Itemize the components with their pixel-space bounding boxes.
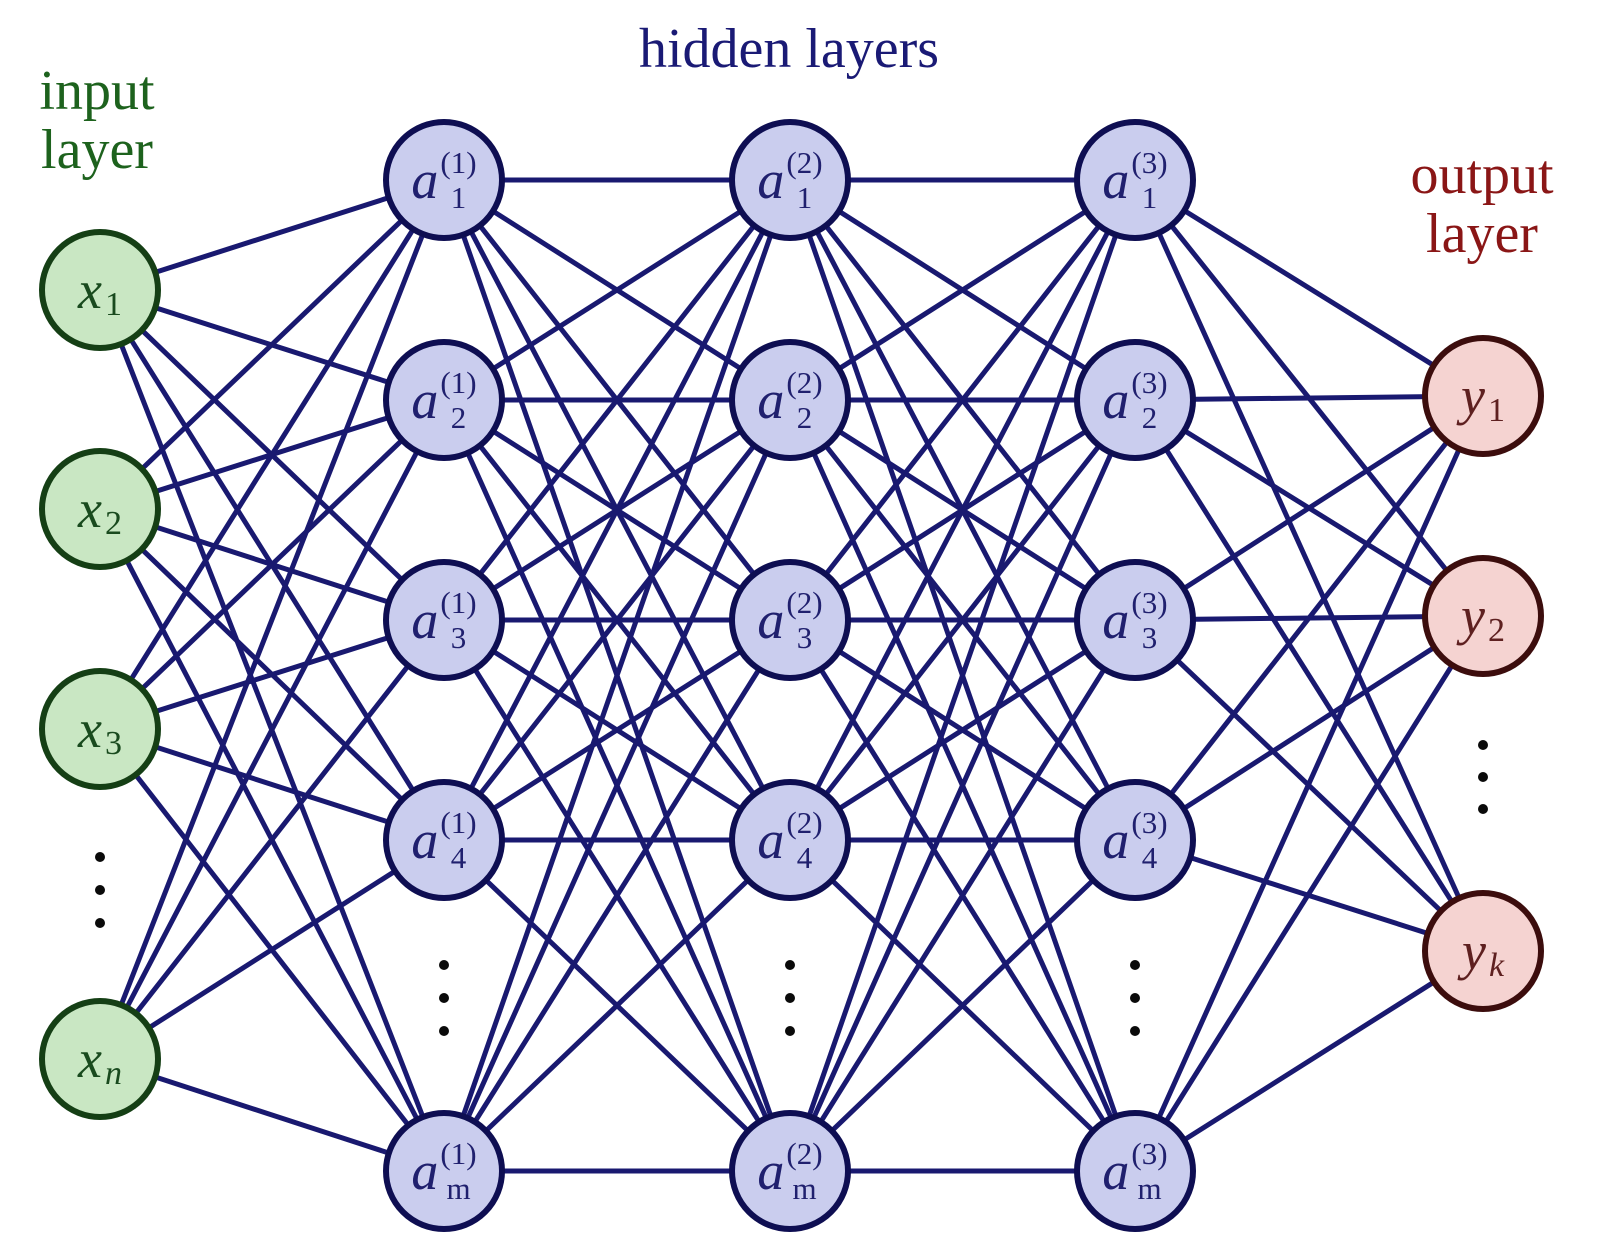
edge-a2-1-a1-2 [442, 177, 792, 403]
nodes-layer [39, 119, 1544, 1232]
edge-am-1-a4-2 [442, 838, 792, 1173]
edge-a4-2-a3-3 [788, 617, 1137, 843]
edge-am-2-a1-3 [787, 179, 1138, 1172]
ellipsis-dot-input-2 [95, 918, 105, 928]
node-a1-2 [729, 119, 851, 241]
edge-x2-a1-1 [98, 178, 446, 511]
node-a2-2 [729, 339, 851, 461]
edge-a4-1-a2-2 [442, 398, 792, 842]
node-am-1 [383, 1110, 505, 1232]
edge-a3-1-a1-2 [442, 178, 792, 622]
node-a3-1 [383, 559, 505, 681]
edge-a4-1-a1-2 [441, 178, 793, 842]
ellipsis-dot-hidden3-2 [1130, 1026, 1140, 1036]
edge-a3-3-y1 [1133, 393, 1485, 623]
edges-layer [97, 177, 1486, 1174]
node-xn [39, 998, 161, 1120]
ellipsis-dot-hidden2-2 [785, 1026, 795, 1036]
ellipsis-dot-hidden1-2 [439, 1026, 449, 1036]
edge-a2-2-a1-3 [788, 177, 1137, 403]
node-a1-3 [1074, 119, 1196, 241]
input-layer-title: input layer [39, 60, 155, 182]
ellipsis-dot-hidden1-1 [439, 993, 449, 1003]
output-layer-title: output layer [1410, 144, 1554, 266]
edge-xn-a1-1 [97, 179, 447, 1060]
ellipsis-dot-hidden3-1 [1130, 993, 1140, 1003]
node-am-3 [1074, 1110, 1196, 1232]
node-x3 [39, 668, 161, 790]
edge-x3-a1-1 [97, 178, 447, 731]
output-layer-title-line-2: layer [1426, 203, 1538, 266]
edge-xn-a3-1 [98, 618, 446, 1061]
ellipsis-dot-output-0 [1478, 740, 1488, 750]
node-yk [1422, 890, 1544, 1012]
edge-am-3-y1 [1132, 394, 1486, 1173]
edge-xn-a4-1 [98, 837, 446, 1062]
node-x1 [39, 229, 161, 351]
ellipsis-dot-hidden1-0 [439, 960, 449, 970]
output-layer-title-line-1: output [1410, 144, 1554, 206]
node-a2-1 [383, 339, 505, 461]
node-a3-3 [1074, 559, 1196, 681]
ellipsis-dot-output-1 [1478, 772, 1488, 782]
edge-am-2-a2-3 [787, 398, 1138, 1173]
edge-am-2-a4-3 [788, 838, 1137, 1173]
edge-xn-a2-1 [97, 398, 447, 1061]
edge-am-1-a2-2 [441, 398, 793, 1173]
node-a4-3 [1074, 779, 1196, 901]
edge-am-1-a3-2 [441, 618, 793, 1173]
hidden-layers-title: hidden layers [638, 18, 940, 80]
node-a2-3 [1074, 339, 1196, 461]
edge-am-3-yk [1133, 948, 1485, 1174]
edge-am-2-a3-3 [787, 618, 1138, 1173]
ellipsis-dots-layer [95, 740, 1488, 1036]
input-layer-title-line-1: input [39, 60, 155, 122]
edge-a4-3-y2 [1133, 613, 1485, 843]
edge-a4-2-a1-3 [787, 178, 1138, 842]
edge-a4-2-a2-3 [788, 398, 1137, 842]
edge-am-3-y2 [1132, 614, 1486, 1173]
node-a4-1 [383, 779, 505, 901]
hidden-layers-title-line-1: hidden layers [638, 18, 940, 80]
ellipsis-dot-hidden2-0 [785, 960, 795, 970]
edge-a1-3-y1 [1133, 177, 1485, 399]
edge-a1-3-yk [1132, 178, 1486, 953]
node-y1 [1422, 335, 1544, 457]
node-y2 [1422, 555, 1544, 677]
node-am-2 [729, 1110, 851, 1232]
node-x2 [39, 448, 161, 570]
node-a1-1 [383, 119, 505, 241]
node-a3-2 [729, 559, 851, 681]
edge-a4-1-a3-2 [442, 617, 792, 843]
input-layer-title-line-2: layer [41, 119, 153, 182]
ellipsis-dot-hidden3-0 [1130, 960, 1140, 970]
edge-a2-3-yk [1132, 398, 1486, 953]
edge-a4-3-y1 [1133, 394, 1485, 842]
ellipsis-dot-input-1 [95, 885, 105, 895]
edge-a3-2-a1-3 [788, 178, 1137, 622]
edge-x3-a2-1 [98, 398, 446, 731]
edge-am-1-a1-2 [441, 179, 793, 1172]
ellipsis-dot-input-0 [95, 852, 105, 862]
ellipsis-dot-output-2 [1478, 804, 1488, 814]
node-a4-2 [729, 779, 851, 901]
ellipsis-dot-hidden2-1 [785, 993, 795, 1003]
